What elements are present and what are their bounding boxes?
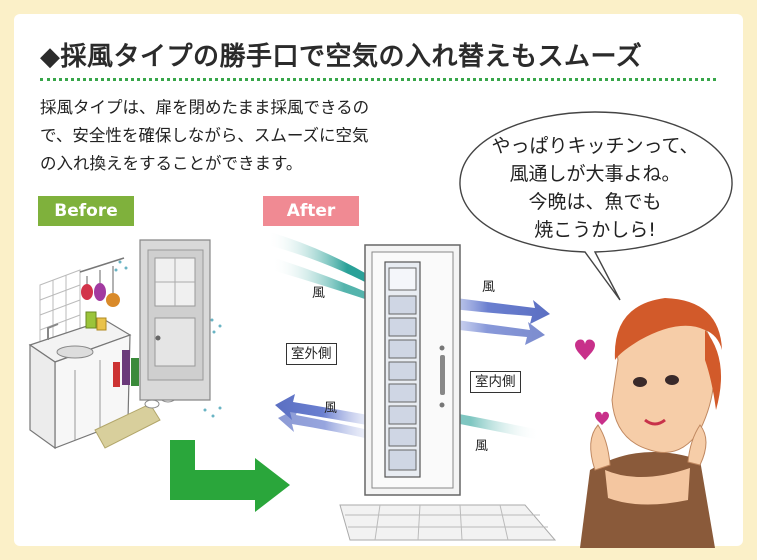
speech-bubble: [459, 111, 733, 301]
outside-label: 室外側: [286, 343, 337, 365]
after-tag: After: [263, 196, 359, 226]
speech-line: 今晩は、魚でも: [528, 191, 662, 213]
intro-text: 採風タイプは、扉を閉めたまま採風できるの で、安全性を確保しながら、スムーズに空…: [40, 94, 460, 178]
heart-icon: [575, 339, 595, 360]
woman-illustration: [575, 298, 722, 548]
wind-label: 風: [324, 401, 338, 416]
intro-line: の入れ換えをすることができます。: [40, 154, 303, 173]
before-door-illustration: [139, 239, 211, 401]
before-after-arrow: [170, 440, 290, 512]
wind-label: 風: [482, 280, 496, 295]
intro-line: 採風タイプは、扉を閉めたまま採風できるの: [40, 98, 370, 117]
speech-line: 風通しが大事よね。: [509, 163, 681, 185]
speech-text: やっぱりキッチンって、 風通しが大事よね。 今晩は、魚でも 焼こうかしら!: [465, 132, 725, 244]
kitchen-illustration: [28, 257, 222, 450]
heading-divider: [40, 78, 716, 81]
page-heading: ◆採風タイプの勝手口で空気の入れ替えもスムーズ: [40, 42, 643, 72]
before-tag: Before: [38, 196, 134, 226]
intro-line: で、安全性を確保しながら、スムーズに空気: [40, 126, 369, 145]
inside-label: 室内側: [470, 371, 521, 393]
wind-label: 風: [475, 439, 489, 454]
wind-label: 風: [312, 286, 326, 301]
heart-icon: [595, 411, 609, 425]
speech-line: やっぱりキッチンって、: [491, 135, 699, 157]
after-door-illustration: [339, 244, 557, 541]
speech-line: 焼こうかしら!: [534, 219, 656, 241]
